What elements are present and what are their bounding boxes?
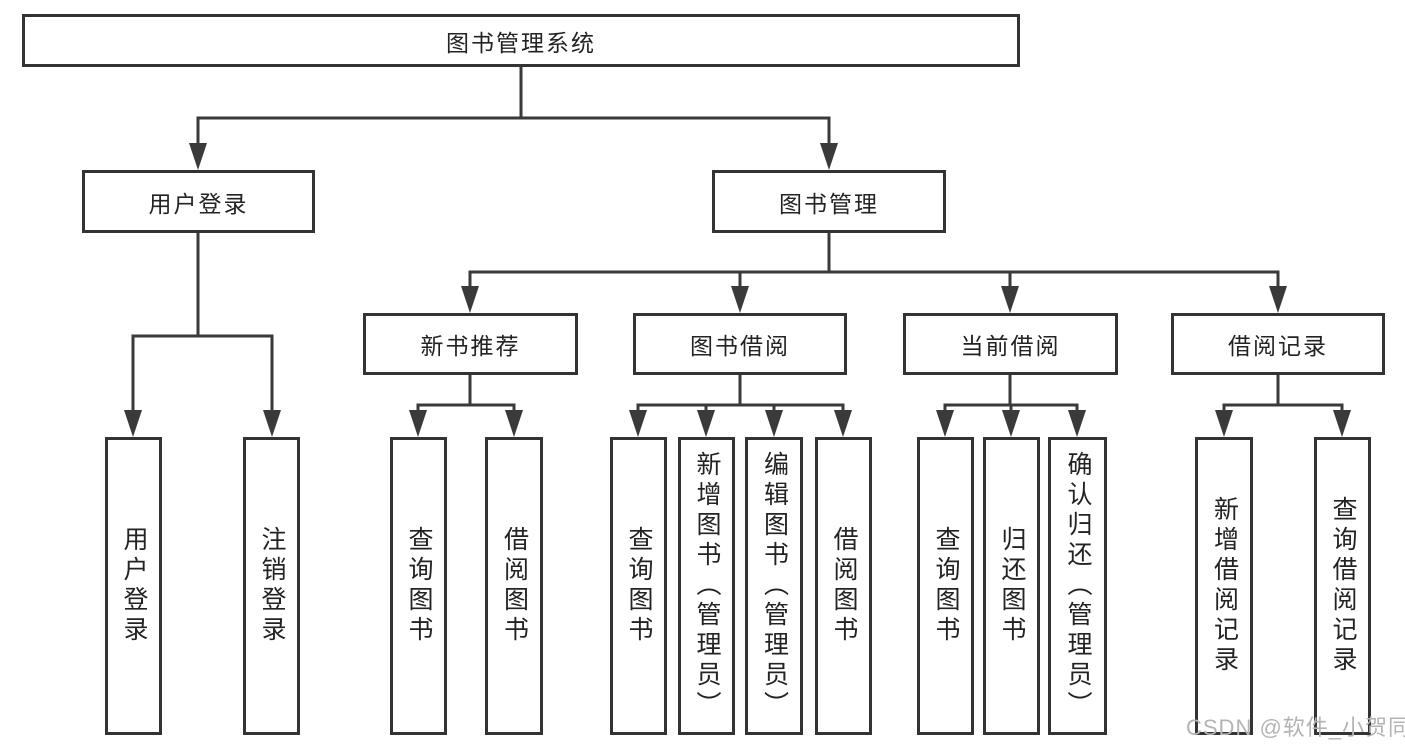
arrowhead	[1068, 410, 1086, 437]
arrowhead	[936, 410, 954, 437]
arrowhead	[124, 410, 142, 437]
arrowhead	[1002, 410, 1020, 437]
node-user-login: 用户登录	[82, 170, 315, 233]
arrowhead	[1333, 410, 1351, 437]
arrowhead	[409, 410, 427, 437]
arrowhead	[263, 410, 281, 437]
leaf-borrow-books: 借阅图书	[815, 437, 872, 735]
leaf-query-books-current: 查询图书	[917, 437, 974, 735]
connector-borrow-records-children	[1215, 373, 1351, 437]
connector-book-borrow-children	[629, 373, 852, 437]
connector-current-borrow-children	[936, 373, 1086, 437]
arrowhead	[820, 143, 838, 170]
leaf-logout: 注销登录	[243, 437, 300, 735]
arrowhead	[461, 286, 479, 313]
leaf-return-books: 归还图书	[983, 437, 1040, 735]
arrowhead	[629, 410, 647, 437]
connector-book-mgmt-to-level3	[461, 231, 1287, 313]
arrowhead	[731, 286, 749, 313]
arrowhead	[834, 410, 852, 437]
arrowhead	[765, 410, 783, 437]
node-book-borrow: 图书借阅	[633, 313, 847, 375]
arrowhead	[1001, 286, 1019, 313]
csdn-watermark: CSDN @软件_小贺同学	[1186, 715, 1405, 740]
connector-user-login-children	[124, 231, 281, 437]
arrowhead	[1269, 286, 1287, 313]
leaf-query-books-recommend: 查询图书	[390, 437, 447, 735]
leaf-query-borrow-record: 查询借阅记录	[1314, 437, 1371, 735]
leaf-add-borrow-record: 新增借阅记录	[1195, 437, 1253, 735]
connector-root-to-level2	[189, 65, 838, 170]
arrowhead	[1215, 410, 1233, 437]
arrowhead	[697, 410, 715, 437]
leaf-user-login: 用户登录	[105, 437, 162, 735]
node-new-book-recommend: 新书推荐	[363, 313, 578, 375]
node-current-borrow: 当前借阅	[903, 313, 1118, 375]
arrowhead	[189, 143, 207, 170]
leaf-borrow-books-recommend: 借阅图书	[485, 437, 543, 735]
leaf-add-books-admin: 新增图书（管理员）	[678, 437, 735, 735]
leaf-confirm-return-admin: 确认归还（管理员）	[1048, 437, 1107, 735]
leaf-query-books-borrow: 查询图书	[610, 437, 667, 735]
connector-new-book-children	[409, 373, 523, 437]
node-library-management-system: 图书管理系统	[22, 14, 1020, 67]
arrowhead	[505, 410, 523, 437]
node-borrow-records: 借阅记录	[1171, 313, 1385, 375]
node-book-management: 图书管理	[712, 170, 946, 233]
leaf-edit-books-admin: 编辑图书（管理员）	[745, 437, 803, 735]
